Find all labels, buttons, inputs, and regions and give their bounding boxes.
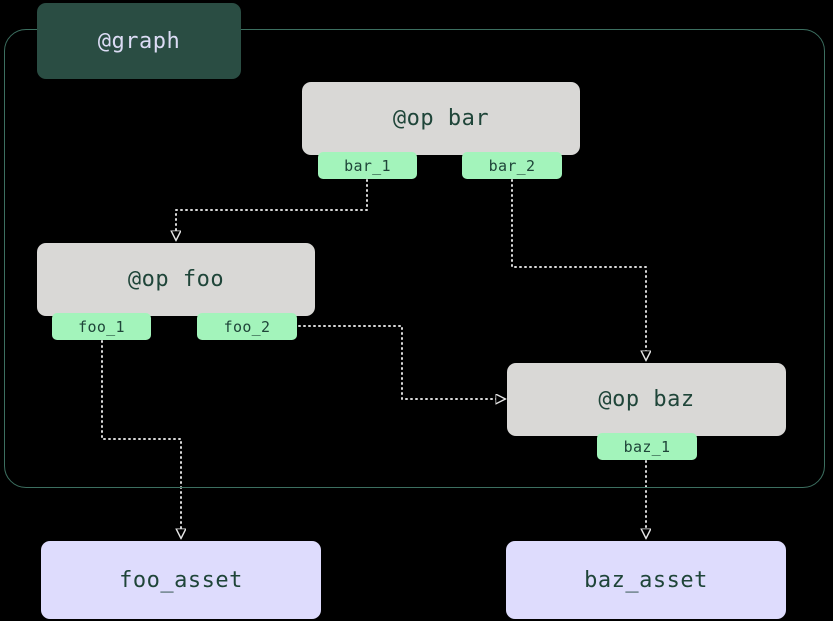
op-node-baz[interactable]: @op baz [507, 363, 786, 436]
node-label: @op bar [392, 106, 490, 131]
subgraph-label-graph[interactable]: @graph [37, 3, 241, 79]
node-label: foo_asset [119, 567, 243, 593]
port-bar_1[interactable]: bar_1 [318, 152, 417, 179]
port-label: foo_2 [223, 317, 271, 336]
node-label: baz_asset [584, 567, 708, 593]
port-foo_2[interactable]: foo_2 [197, 313, 297, 340]
node-label: @op foo [127, 267, 225, 292]
asset-node-foo_asset[interactable]: foo_asset [41, 541, 321, 619]
port-foo_1[interactable]: foo_1 [52, 313, 151, 340]
op-node-bar[interactable]: @op bar [302, 82, 580, 155]
port-label: baz_1 [623, 437, 671, 456]
port-bar_2[interactable]: bar_2 [462, 152, 562, 179]
port-label: foo_1 [78, 317, 125, 336]
subgraph-border [4, 29, 825, 488]
port-baz_1[interactable]: baz_1 [597, 433, 697, 460]
node-label: @op baz [598, 387, 695, 412]
port-label: bar_2 [488, 156, 536, 175]
asset-node-baz_asset[interactable]: baz_asset [506, 541, 786, 619]
port-label: bar_1 [344, 156, 391, 175]
op-node-foo[interactable]: @op foo [37, 243, 315, 316]
